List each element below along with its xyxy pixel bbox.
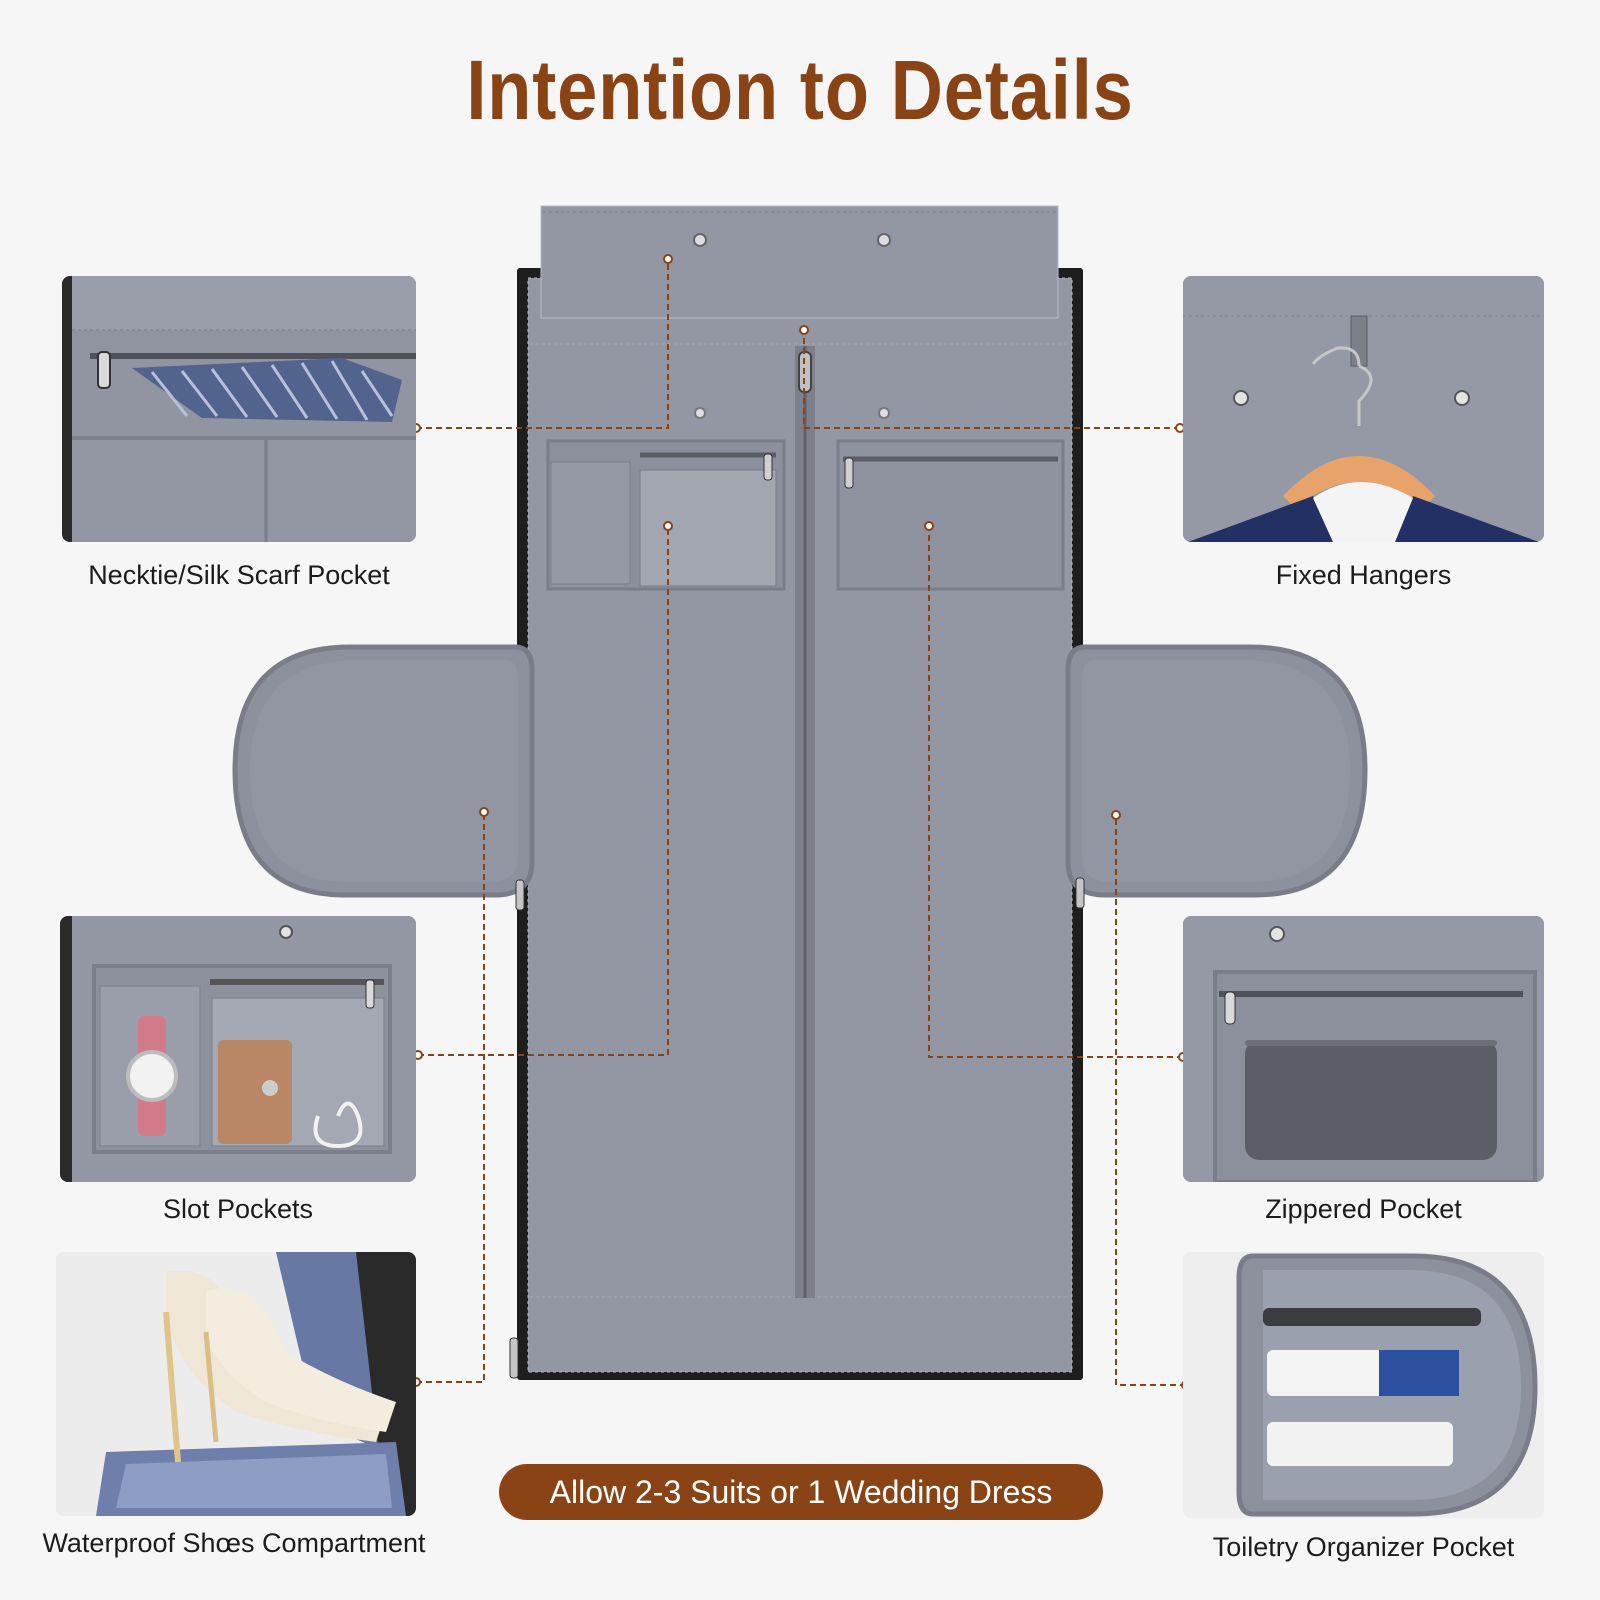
toiletry-pocket-image xyxy=(1183,1252,1544,1518)
caption-slot: Slot Pockets xyxy=(162,1194,314,1224)
shoes-compartment-image xyxy=(56,1252,416,1516)
zippered-pocket-image xyxy=(1183,916,1544,1182)
caption-zippered: Zippered Pocket xyxy=(1265,1194,1462,1224)
slot-pockets-image xyxy=(60,916,416,1182)
caption-necktie: Necktie/Silk Scarf Pocket xyxy=(88,560,390,590)
caption-hangers: Fixed Hangers xyxy=(1275,560,1452,590)
capacity-banner: Allow 2-3 Suits or 1 Wedding Dress xyxy=(499,1464,1103,1520)
caption-toiletry: Toiletry Organizer Pocket xyxy=(1212,1532,1515,1562)
necktie-pocket-image xyxy=(62,276,416,542)
page-title: Intention to Details xyxy=(466,43,1134,137)
caption-shoes: Waterproof Shœs Compartment xyxy=(42,1528,426,1558)
fixed-hangers-image xyxy=(1183,276,1544,542)
